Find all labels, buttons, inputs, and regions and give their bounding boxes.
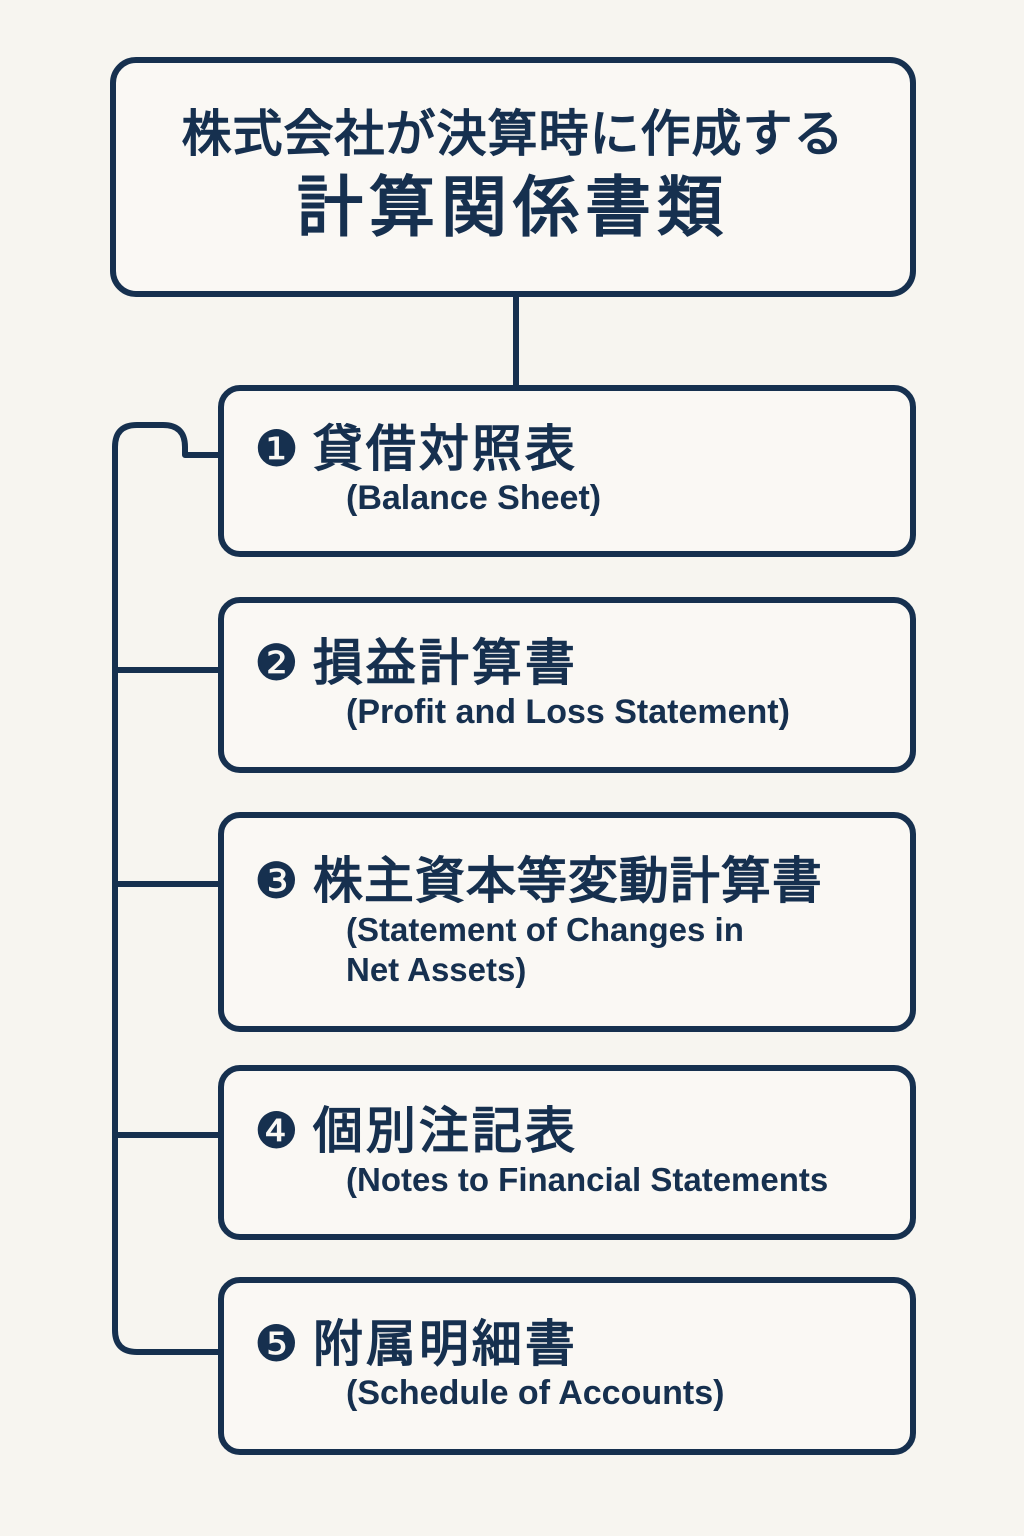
document-title-en-3: (Statement of Changes in Net Assets) (346, 910, 910, 991)
number-badge-3-icon: ❸ (254, 852, 299, 909)
document-title-en-1: (Balance Sheet) (346, 478, 910, 519)
document-title-jp-1: 貸借対照表 (312, 421, 578, 478)
number-badge-5-icon: ❺ (254, 1316, 299, 1373)
document-title-en-3-line-2: Net Assets) (346, 951, 527, 988)
document-card-1[interactable]: ❶ 貸借対照表 (Balance Sheet) (218, 385, 916, 557)
number-badge-2-icon: ❷ (254, 635, 299, 692)
document-heading-4: ❹ 個別注記表 (254, 1104, 910, 1158)
document-title-jp-3: 株主資本等変動計算書 (312, 852, 823, 909)
number-badge-4-icon: ❹ (254, 1103, 299, 1160)
document-card-4[interactable]: ❹ 個別注記表 (Notes to Financial Statements (218, 1065, 916, 1240)
number-badge-1-icon: ❶ (254, 421, 299, 478)
connector-trunk-bottom (112, 1329, 221, 1355)
document-title-en-4-line-1: (Notes to Financial Statements (346, 1161, 829, 1199)
document-title-jp-5: 附属明細書 (312, 1316, 578, 1373)
page-title: 計算関係書類 (297, 170, 729, 245)
document-heading-2: ❷ 損益計算書 (254, 636, 910, 690)
document-title-en-3-line-1: (Statement of Changes in (346, 910, 744, 948)
document-title-jp-4: 個別注記表 (312, 1103, 578, 1160)
document-heading-3: ❸ 株主資本等変動計算書 (254, 854, 910, 908)
document-title-en-2: (Profit and Loss Statement) (346, 692, 910, 733)
document-title-jp-2: 損益計算書 (312, 635, 578, 692)
document-title-en-4: (Notes to Financial Statements (346, 1160, 910, 1200)
title-card: 株式会社が決算時に作成する 計算関係書類 (110, 57, 916, 297)
document-title-en-5-line-1: (Schedule of Accounts) (346, 1374, 725, 1413)
document-heading-1: ❶ 貸借対照表 (254, 422, 910, 476)
document-card-3[interactable]: ❸ 株主資本等変動計算書 (Statement of Changes in Ne… (218, 812, 916, 1032)
document-card-5[interactable]: ❺ 附属明細書 (Schedule of Accounts) (218, 1277, 916, 1455)
title-line-1: 株式会社が決算時に作成する (181, 106, 845, 163)
document-title-en-5: (Schedule of Accounts) (346, 1373, 910, 1414)
document-heading-5: ❺ 附属明細書 (254, 1317, 910, 1371)
document-title-en-1-line-1: (Balance Sheet) (346, 479, 602, 518)
document-card-2[interactable]: ❷ 損益計算書 (Profit and Loss Statement) (218, 597, 916, 773)
document-title-en-2-line-1: (Profit and Loss Statement) (346, 693, 790, 732)
connector-trunk (112, 422, 221, 1330)
